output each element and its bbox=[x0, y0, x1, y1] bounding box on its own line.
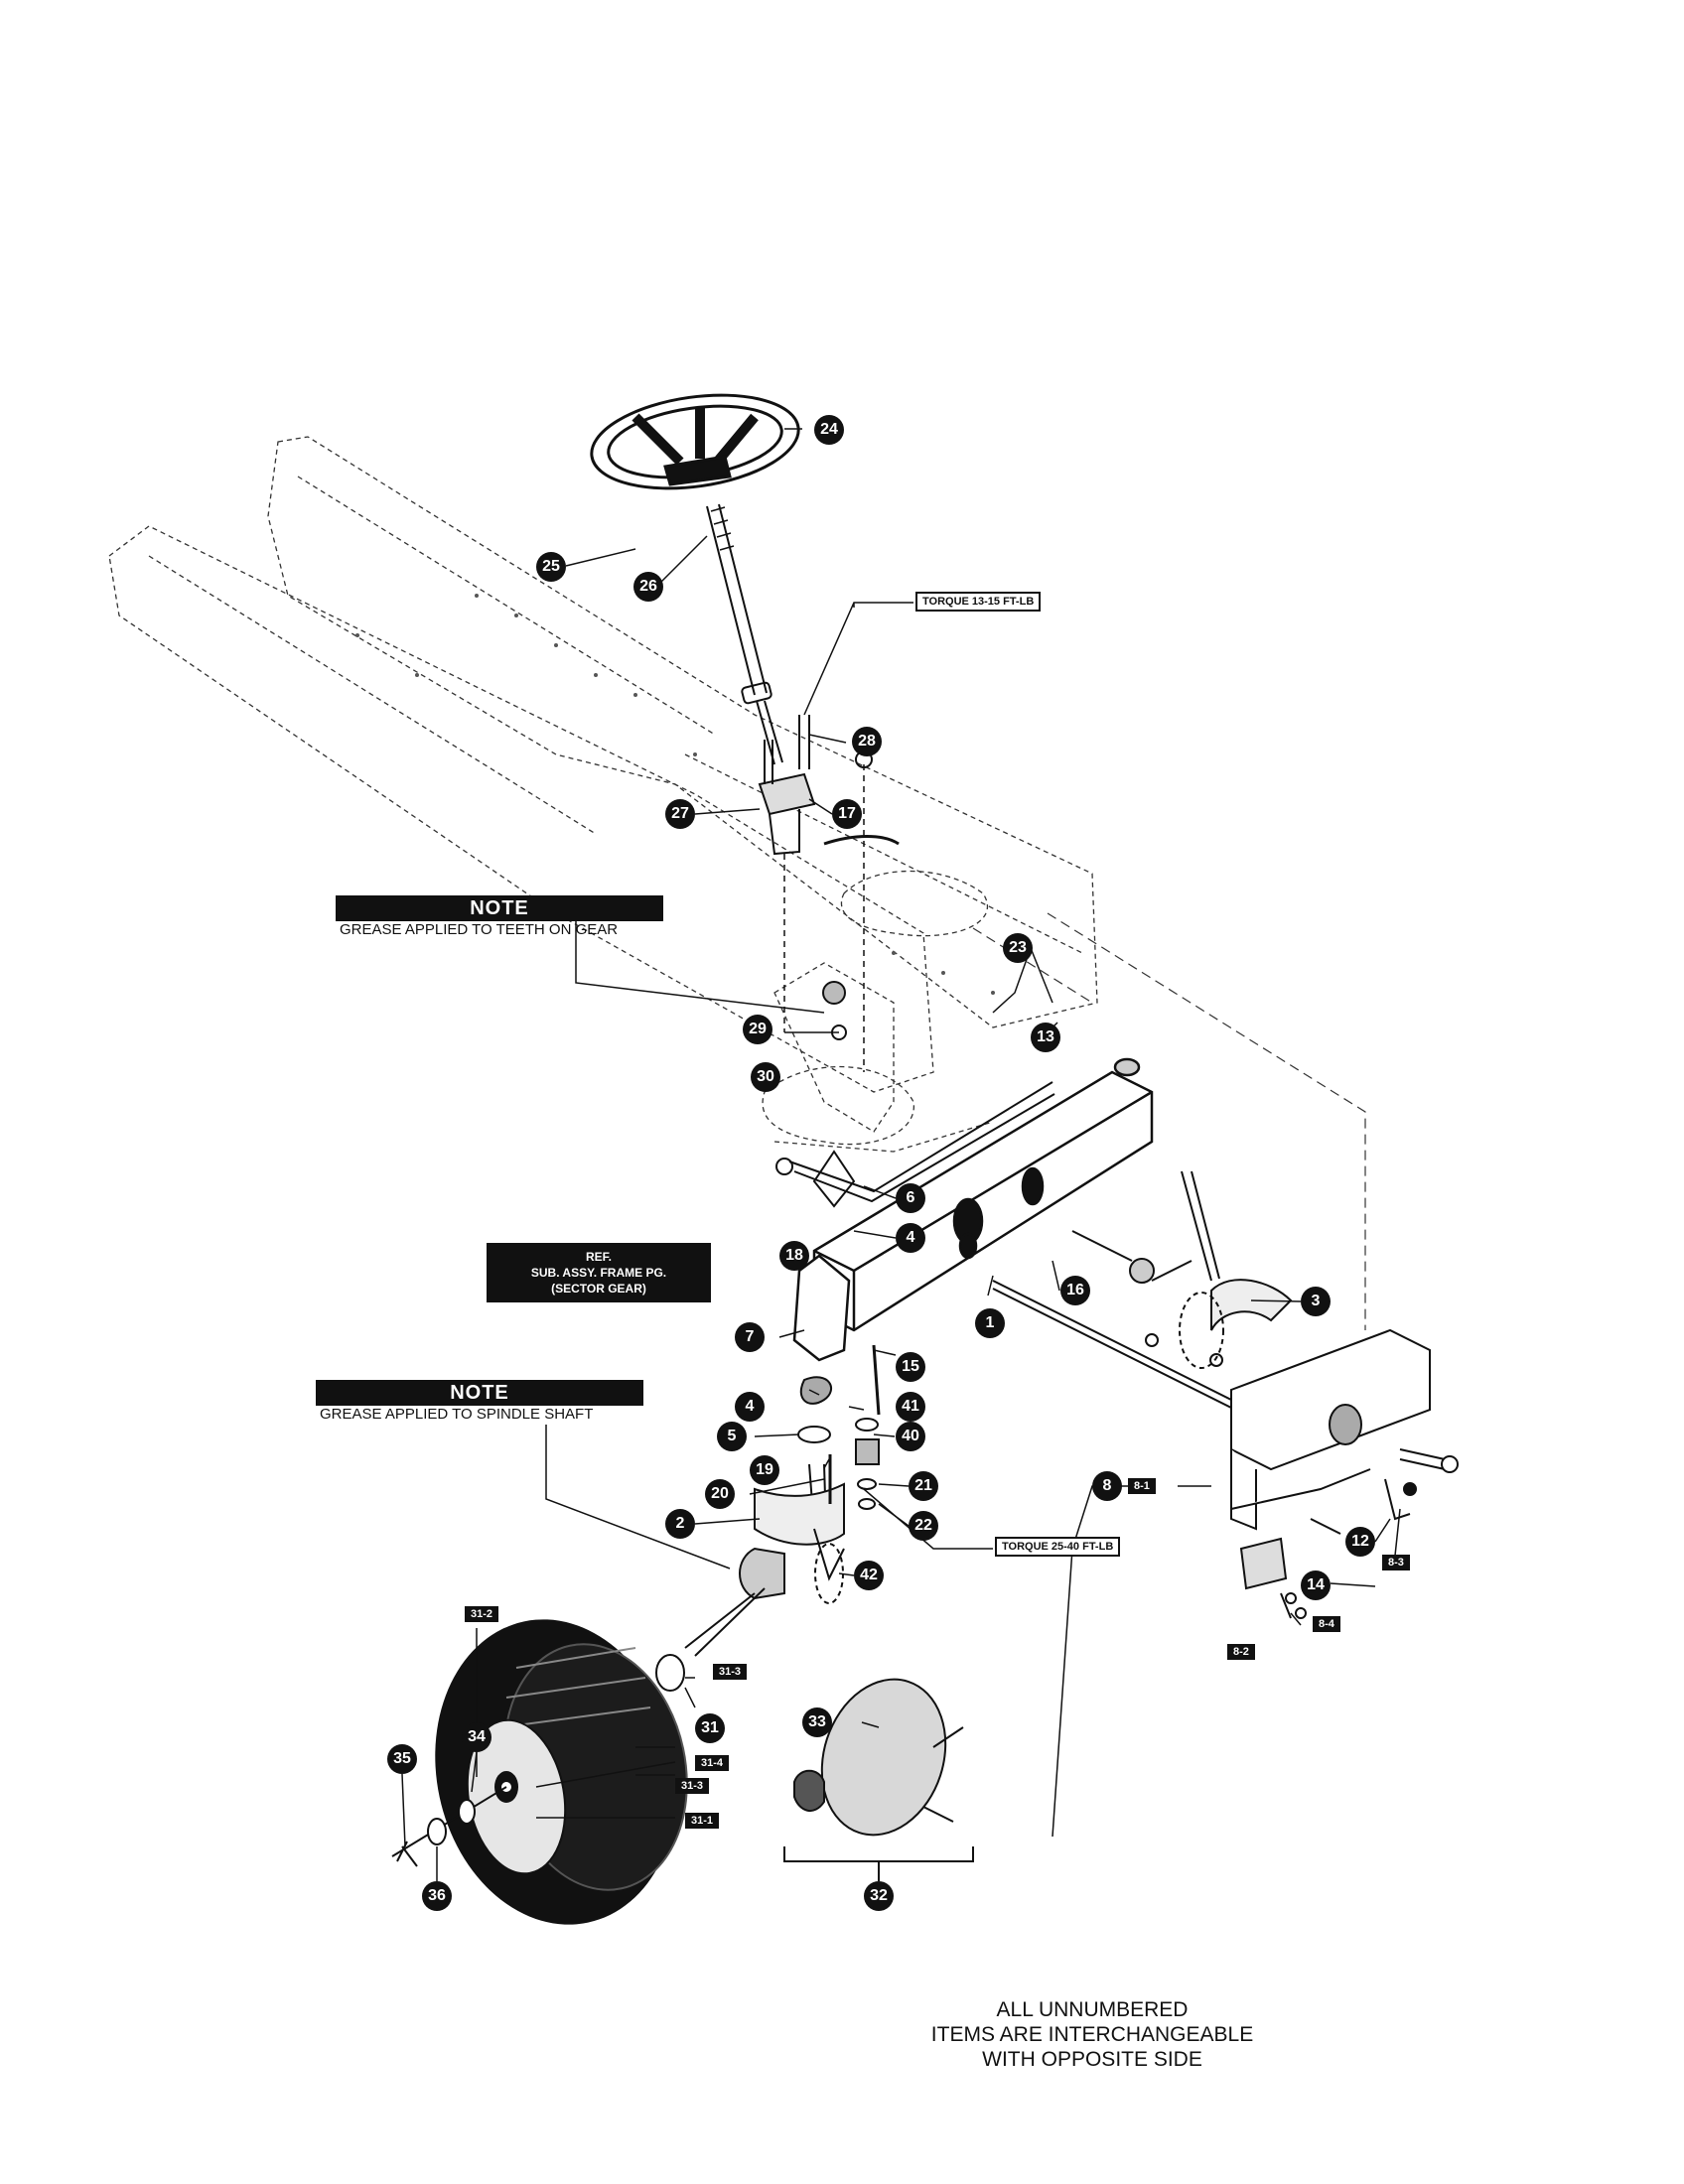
callout-3: 3 bbox=[1301, 1287, 1331, 1316]
callout-27: 27 bbox=[665, 799, 695, 829]
callout-8: 8 bbox=[1092, 1471, 1122, 1501]
callout-36: 36 bbox=[422, 1881, 452, 1911]
bracket-ref-lines bbox=[972, 912, 1366, 1330]
tag-31-3-upper: 31-3 bbox=[713, 1664, 748, 1680]
callout-20: 20 bbox=[705, 1479, 735, 1509]
pinion-assembly bbox=[758, 715, 900, 1072]
callout-31: 31 bbox=[695, 1713, 725, 1743]
ref-line-3: (SECTOR GEAR) bbox=[551, 1282, 646, 1296]
frame-dots bbox=[355, 594, 995, 995]
note-text: GREASE APPLIED TO SPINDLE SHAFT bbox=[320, 1406, 594, 1423]
drag-link bbox=[775, 1081, 1055, 1208]
tag-8-3: 8-3 bbox=[1382, 1555, 1410, 1570]
front-axle bbox=[792, 1057, 1154, 1362]
ref-line-2: SUB. ASSY. FRAME PG. bbox=[530, 1266, 667, 1280]
callout-40: 40 bbox=[896, 1422, 925, 1451]
callout-15: 15 bbox=[896, 1352, 925, 1382]
ref-line-1: REF. bbox=[585, 1250, 612, 1264]
callout-17: 17 bbox=[832, 799, 862, 829]
hub-cap bbox=[783, 1678, 974, 1881]
callout-25: 25 bbox=[536, 552, 566, 582]
callout-23: 23 bbox=[1003, 933, 1033, 963]
callout-19: 19 bbox=[750, 1455, 779, 1485]
callout-4-upper: 4 bbox=[896, 1223, 925, 1253]
steering-wheel bbox=[590, 393, 800, 490]
callout-16: 16 bbox=[1060, 1276, 1090, 1305]
callout-41: 41 bbox=[896, 1392, 925, 1422]
footer-line-1: ALL UNNUMBERED bbox=[996, 1998, 1189, 2021]
callout-7: 7 bbox=[735, 1322, 765, 1352]
tag-31-3-lower: 31-3 bbox=[675, 1778, 710, 1794]
note-heading: NOTE bbox=[316, 1380, 643, 1406]
callout-4-lower: 4 bbox=[735, 1392, 765, 1422]
callout-28: 28 bbox=[852, 727, 882, 756]
wheel-assembly bbox=[391, 1619, 688, 1925]
tag-31-1: 31-1 bbox=[685, 1813, 720, 1829]
callout-34: 34 bbox=[462, 1722, 491, 1752]
tag-31-2: 31-2 bbox=[465, 1606, 499, 1622]
callout-22: 22 bbox=[909, 1511, 938, 1541]
callout-1: 1 bbox=[975, 1308, 1005, 1338]
left-spindle bbox=[684, 1344, 881, 1657]
interchangeable-note: ALL UNNUMBERED ITEMS ARE INTERCHANGEABLE… bbox=[794, 1997, 1390, 2072]
note-text: GREASE APPLIED TO TEETH ON GEAR bbox=[340, 921, 619, 938]
callout-32: 32 bbox=[864, 1881, 894, 1911]
note-grease-gear: NOTE GREASE APPLIED TO TEETH ON GEAR bbox=[336, 895, 663, 939]
footer-line-3: WITH OPPOSITE SIDE bbox=[982, 2048, 1202, 2071]
front-bracket bbox=[1230, 1328, 1459, 1619]
tag-8-4: 8-4 bbox=[1313, 1616, 1340, 1632]
spindle-fasteners bbox=[828, 1418, 880, 1510]
callout-14: 14 bbox=[1301, 1570, 1331, 1600]
tag-8-2: 8-2 bbox=[1227, 1644, 1255, 1660]
right-spindle bbox=[1145, 1170, 1293, 1369]
tag-31-4: 31-4 bbox=[695, 1755, 730, 1771]
callout-24: 24 bbox=[814, 415, 844, 445]
leader-lines bbox=[401, 428, 1401, 1881]
footer-line-2: ITEMS ARE INTERCHANGEABLE bbox=[930, 2023, 1254, 2046]
callout-6: 6 bbox=[896, 1183, 925, 1213]
callout-2: 2 bbox=[665, 1509, 695, 1539]
torque-label-lower: TORQUE 25-40 FT-LB bbox=[995, 1537, 1121, 1557]
callout-18: 18 bbox=[779, 1241, 809, 1271]
callout-29: 29 bbox=[743, 1015, 772, 1044]
callout-30: 30 bbox=[751, 1062, 780, 1092]
tag-8-1: 8-1 bbox=[1128, 1478, 1156, 1494]
callout-12: 12 bbox=[1345, 1527, 1375, 1557]
note-grease-spindle: NOTE GREASE APPLIED TO SPINDLE SHAFT bbox=[316, 1380, 643, 1424]
callout-21: 21 bbox=[909, 1471, 938, 1501]
reference-box-sector-gear: REF. SUB. ASSY. FRAME PG. (SECTOR GEAR) bbox=[487, 1243, 711, 1302]
callout-33: 33 bbox=[802, 1707, 832, 1737]
frame-rails bbox=[108, 436, 1098, 1133]
note-heading: NOTE bbox=[336, 895, 663, 921]
callout-42: 42 bbox=[854, 1561, 884, 1590]
callout-13: 13 bbox=[1031, 1023, 1060, 1052]
steering-shaft bbox=[706, 503, 783, 765]
callout-5: 5 bbox=[717, 1422, 747, 1451]
callout-26: 26 bbox=[633, 572, 663, 602]
callout-35: 35 bbox=[387, 1744, 417, 1774]
torque-label-upper: TORQUE 13-15 FT-LB bbox=[915, 592, 1042, 612]
sector-gear-ref bbox=[762, 1065, 994, 1153]
